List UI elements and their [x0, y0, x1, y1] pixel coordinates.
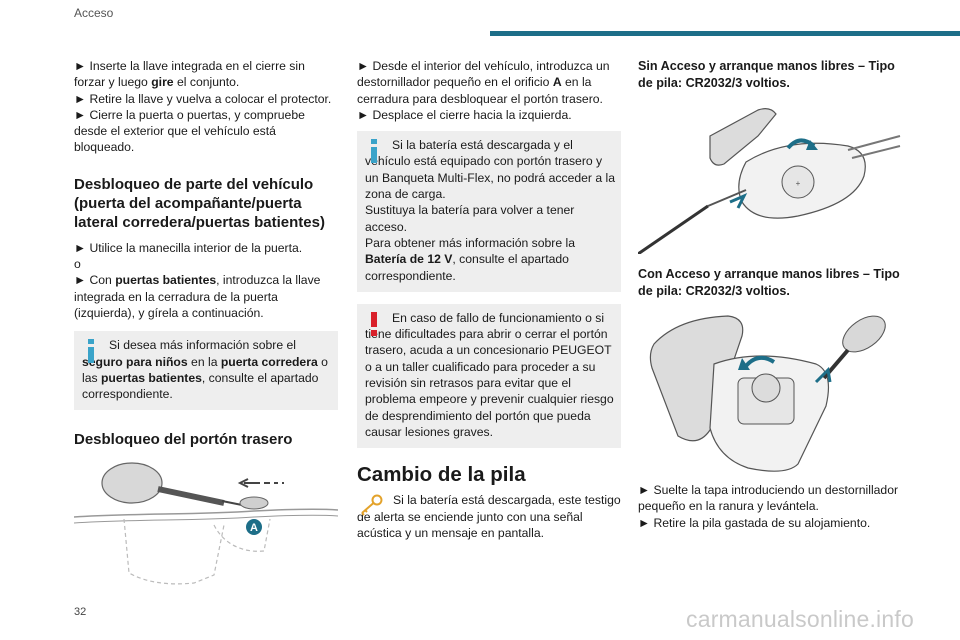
header-accent-bar [490, 31, 960, 36]
column-2: ► Desde el interior del vehículo, introd… [357, 58, 621, 541]
step-bold: puertas batientes [115, 273, 217, 288]
heading-with-handsfree: Con Acceso y arranque manos libres – Tip… [638, 267, 900, 298]
key-illustration-2 [649, 315, 886, 472]
key-illustration-1: + [638, 108, 901, 254]
step-or: o [74, 257, 81, 272]
info-text: Si la batería está descargada y el vehíc… [365, 138, 615, 202]
heading-battery-change: Cambio de la pila [357, 463, 526, 487]
info-icon [88, 339, 94, 364]
step-interior-handle: ► Utilice la manecilla interior de la pu… [74, 240, 303, 255]
step-text: ► Desde el interior del vehículo, introd… [357, 59, 610, 90]
page-number: 32 [74, 606, 87, 618]
step-text: ► Inserte la llave integrada en el cierr… [74, 59, 305, 90]
step-screwdriver: ► Desde el interior del vehículo, introd… [357, 58, 621, 107]
step-close-doors: ► Cierre la puerta o puertas, y comprueb… [74, 107, 305, 155]
heading-tailgate-unlock: Desbloqueo del portón trasero [74, 431, 293, 449]
step-text: ► Con [74, 273, 116, 288]
info-text: Sustituya la batería para volver a tener… [365, 203, 575, 234]
step-bold: A [552, 75, 562, 90]
info-text-part: o las [82, 354, 328, 385]
step-remove-battery: ► Retire la pila gastada de su alojamien… [638, 515, 871, 530]
step-text: , introduzca la llave integrada en la ce… [74, 273, 321, 320]
warning-icon [371, 311, 377, 336]
step-text: el conjunto. [173, 75, 240, 90]
info-text-part: Para obtener más información sobre la [365, 235, 576, 250]
info-text-part: Si desea más información sobre el [109, 338, 296, 353]
watermark: carmanualsonline.info [686, 606, 914, 632]
info-text-part: , consulte el apartado correspondiente. [365, 252, 569, 283]
step-remove-key: ► Retire la llave y vuelva a colocar el … [74, 91, 332, 106]
column-3: Sin Acceso y arranque manos libres – Tip… [638, 58, 910, 531]
step-text: en la cerradura para desbloquear el port… [357, 75, 603, 106]
info-text: Para obtener más información sobre la Ba… [365, 235, 615, 284]
info-text: Si desea más información sobre el seguro… [82, 337, 332, 402]
info-box-child-lock: Si desea más información sobre el seguro… [74, 331, 338, 411]
info-text-part: en la [187, 354, 221, 369]
step-hinged-doors: ► Con puertas batientes, introduzca la l… [74, 272, 338, 321]
info-icon [371, 139, 377, 164]
svg-text:+: + [796, 179, 801, 188]
info-text-part: , consulte el apartado correspondiente. [82, 370, 319, 402]
step-bold: gire [151, 75, 174, 90]
info-text-bold: seguro para niños [82, 354, 188, 369]
info-text-bold: puertas batientes [100, 370, 202, 385]
step-release-cover: ► Suelte la tapa introduciendo un destor… [638, 483, 899, 514]
steps-a: ► Inserte la llave integrada en el cierr… [74, 58, 338, 156]
info-text-bold: Batería de 12 V [365, 252, 453, 267]
step-move-lock: ► Desplace el cierre hacia la izquierda. [357, 107, 572, 122]
heading-partial-unlock: Desbloqueo de parte del vehículo (puerta… [74, 175, 325, 231]
column-1: ► Inserte la llave integrada en el cierr… [74, 58, 338, 585]
info-box-battery: Si la batería está descargada y el vehíc… [357, 131, 621, 292]
battery-warning-note: Si la batería está descargada, este test… [357, 492, 621, 541]
steps-b: ► Utilice la manecilla interior de la pu… [74, 240, 338, 321]
header-section-title: Acceso [74, 6, 114, 20]
warning-box: En caso de fallo de funcionamiento o si … [357, 303, 621, 449]
warning-text: En caso de fallo de funcionamiento o si … [365, 310, 614, 439]
info-text-bold: puerta corredera [220, 354, 318, 369]
key-warning-icon [361, 494, 383, 516]
tailgate-illustration: A [74, 462, 338, 585]
heading-without-handsfree: Sin Acceso y arranque manos libres – Tip… [638, 59, 895, 90]
label-a: A [250, 522, 258, 534]
battery-warning-text: Si la batería está descargada, este test… [357, 493, 621, 540]
step-insert-key: ► Inserte la llave integrada en el cierr… [74, 58, 338, 91]
